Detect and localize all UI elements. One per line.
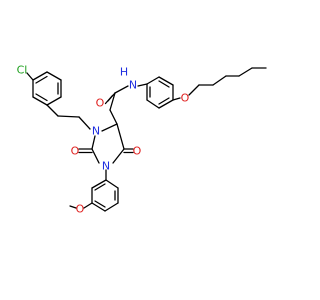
amide-nitrogen-label: N [129,79,137,92]
ethyl-linker [46,104,91,130]
ring-nitrogen-lower-label: N [102,160,110,173]
bond-ring-ether [172,97,181,101]
aminophenyl-ring [146,76,174,109]
bond-methoxy-1 [83,202,93,209]
amide-hydrogen-label: H [120,66,128,79]
ring-oxygen-right-label: O [133,145,142,158]
chlorophenyl-ring [32,71,62,106]
amide-oxygen-label: O [96,97,105,110]
hexyl-chain [188,67,267,96]
chlorine-label: Cl [17,64,28,77]
imidazolidine-ring [91,123,125,164]
methoxyphenyl-ring [91,179,119,212]
ring-oxygen-left-label: O [71,145,80,158]
acetamide-chain [104,85,129,125]
ring-nitrogen-upper-label: N [92,125,100,138]
bond-n-phenyl [137,83,148,87]
molecule-structure: Cl N N N H O O O O O [17,64,267,216]
ether-oxygen-label: O [181,92,190,105]
methoxy-oxygen-label: O [76,203,85,216]
bond-cl [26,72,34,81]
bond-methoxy-2 [69,205,77,209]
